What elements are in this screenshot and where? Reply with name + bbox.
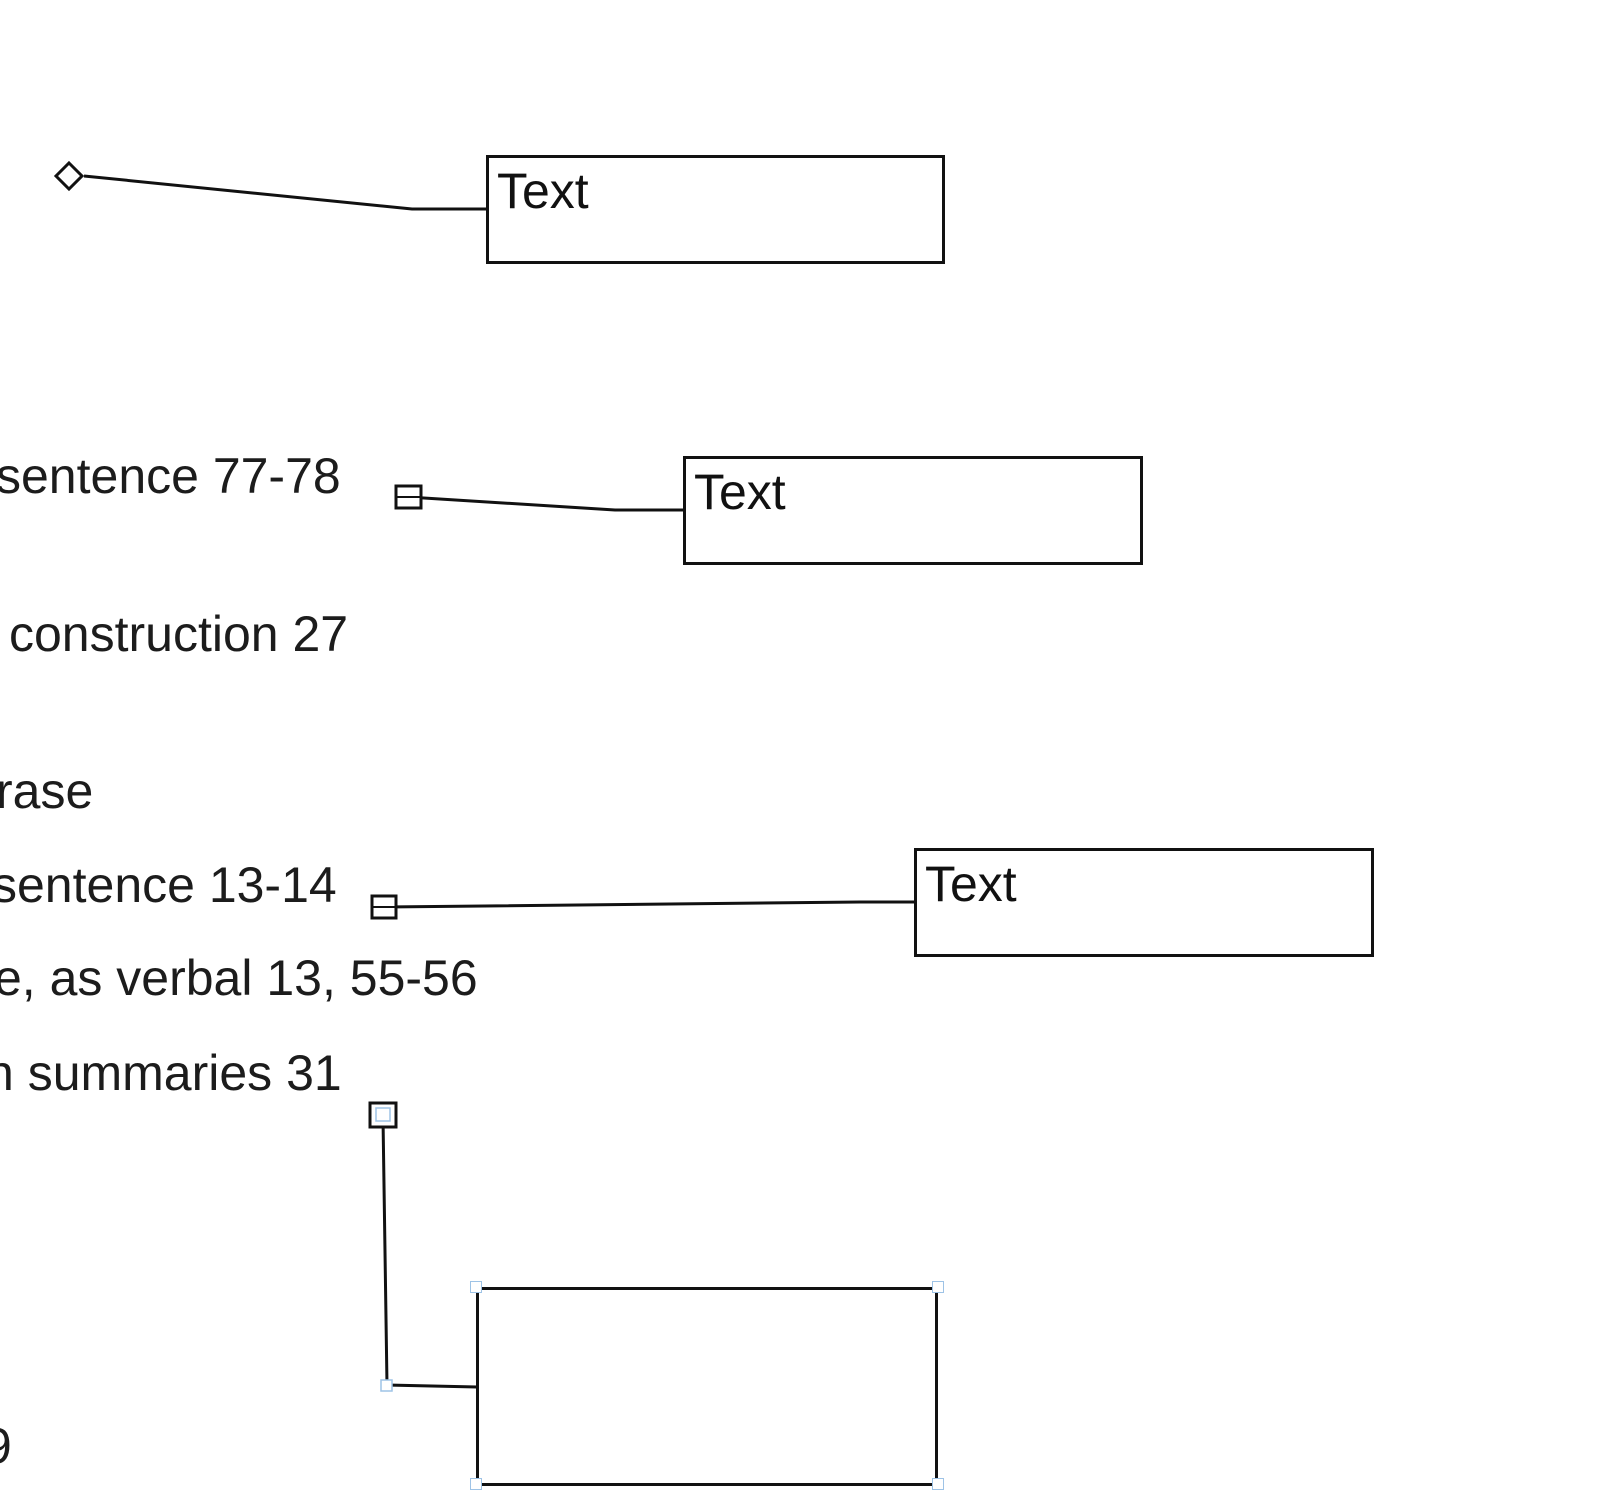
index-line-rase: rase [0, 763, 94, 819]
callout-2-text[interactable]: Text [694, 464, 786, 520]
callout-1-text[interactable]: Text [497, 163, 589, 219]
callout-4-leader-handle[interactable] [380, 1379, 393, 1392]
callout-4-text-box-selected[interactable] [476, 1287, 938, 1486]
index-line-as-verbal: e, as verbal 13, 55-56 [0, 950, 478, 1006]
callout-1-leader-line[interactable] [83, 174, 487, 211]
resize-handle-top-right[interactable] [932, 1281, 944, 1293]
callout-2-leader-line[interactable] [407, 495, 684, 512]
callout-4-square-anchor[interactable] [368, 1101, 398, 1129]
callout-1-diamond-anchor[interactable] [53, 160, 85, 192]
callout-4-leader-line[interactable] [381, 1117, 478, 1389]
resize-handle-top-left[interactable] [470, 1281, 482, 1293]
callout-3-text-box[interactable]: Text [914, 848, 1374, 957]
index-line-sentence-77-78: sentence 77-78 [0, 448, 341, 504]
index-line-partial: 9 [0, 1418, 12, 1474]
callout-3-text[interactable]: Text [925, 856, 1017, 912]
resize-handle-bottom-right[interactable] [932, 1478, 944, 1490]
resize-handle-bottom-left[interactable] [470, 1478, 482, 1490]
callout-1-text-box[interactable]: Text [486, 155, 945, 264]
callout-3-leader-line[interactable] [384, 900, 915, 909]
index-line-construction-27: l construction 27 [0, 606, 349, 662]
index-line-summaries-31: n summaries 31 [0, 1045, 342, 1101]
callout-2-text-box[interactable]: Text [683, 456, 1143, 565]
index-line-sentence-13-14: sentence 13-14 [0, 857, 337, 913]
